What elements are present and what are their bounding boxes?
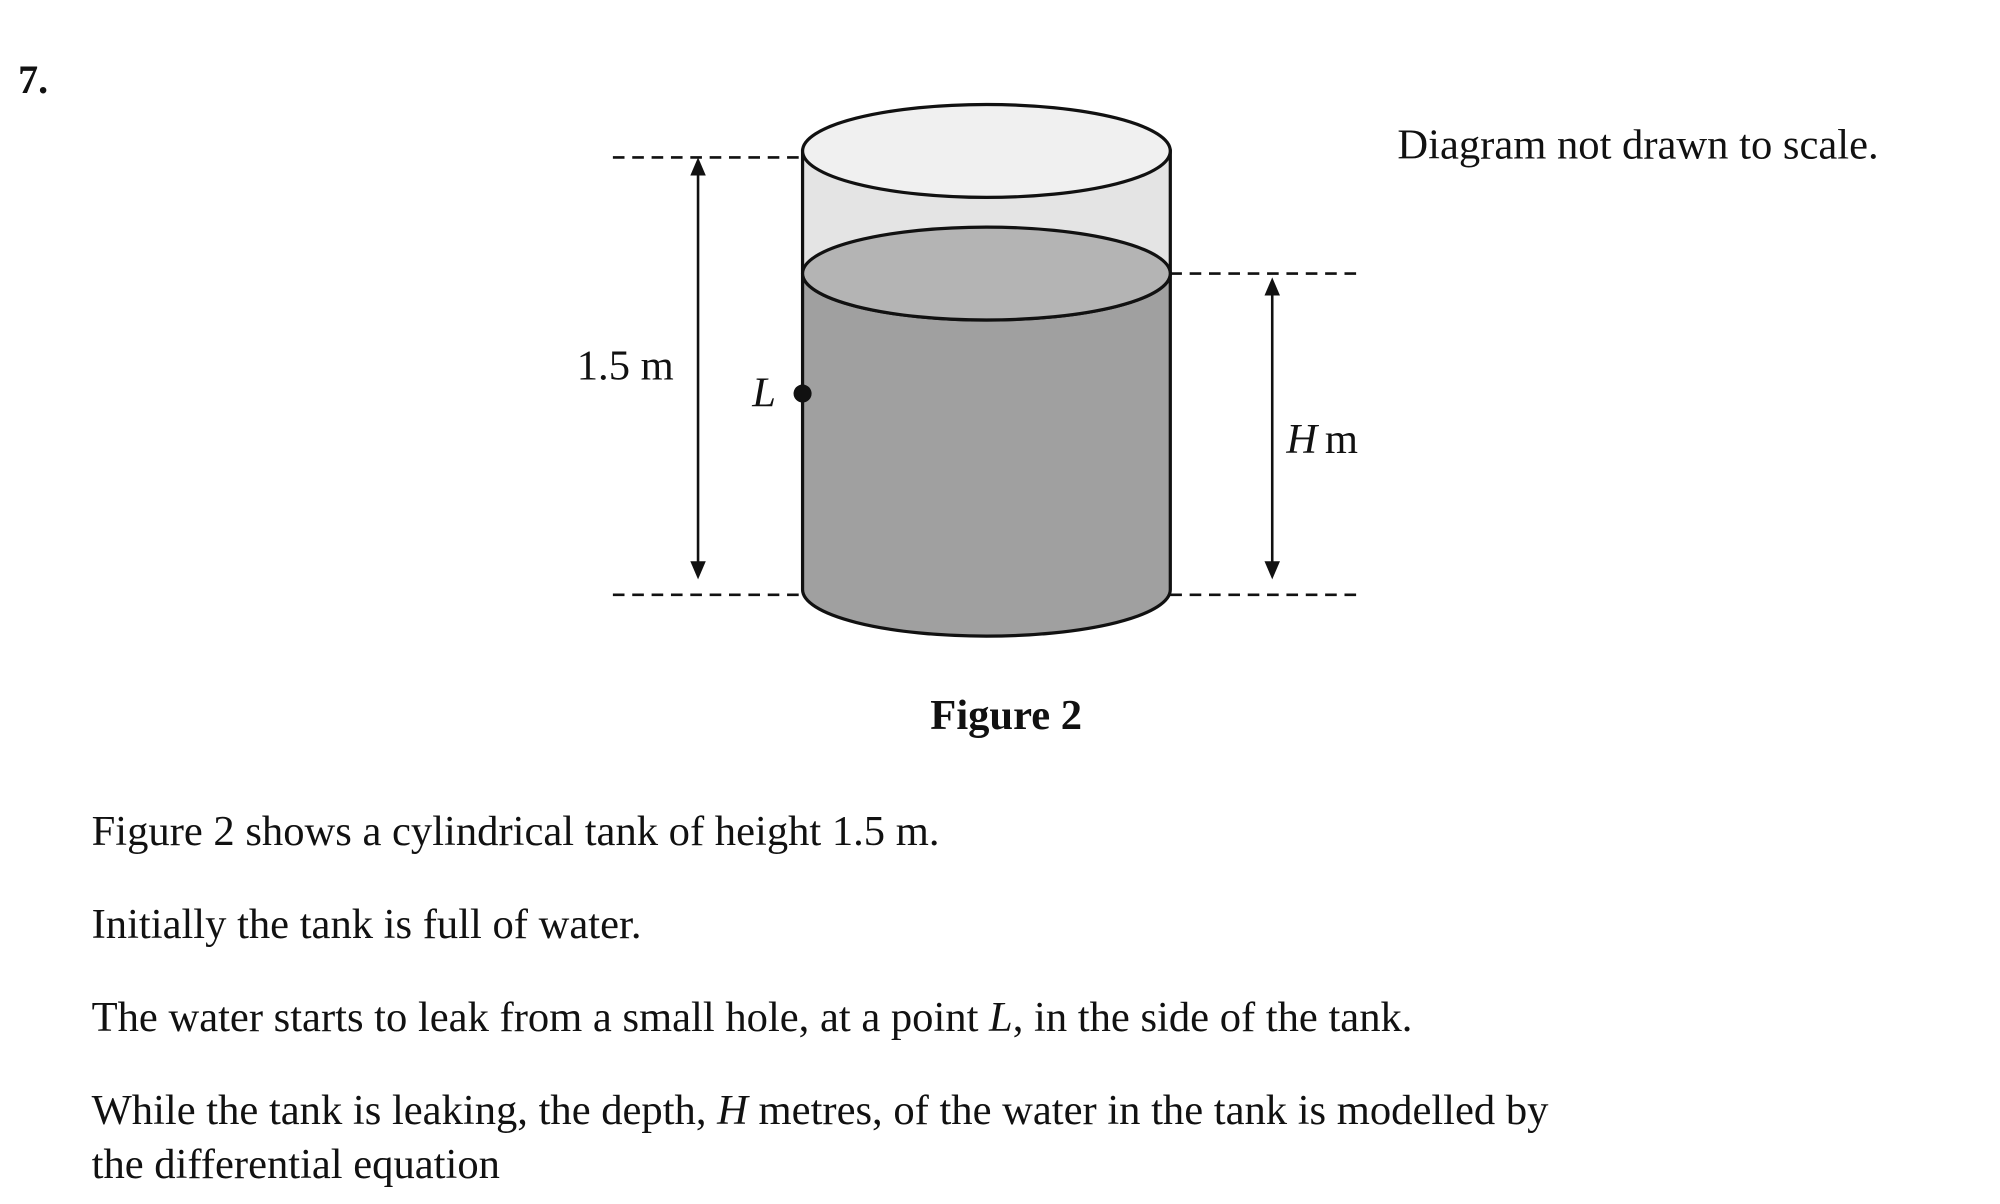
depth-arrow	[1264, 277, 1280, 580]
tank-top	[800, 102, 1172, 200]
scale-note: Diagram not drawn to scale.	[1397, 122, 1879, 170]
paragraph-5: the differential equation	[91, 1141, 500, 1189]
depth-unit: m	[1324, 416, 1359, 464]
p3-var-L: L	[989, 994, 1013, 1042]
figure-caption: Figure 2	[930, 692, 1083, 740]
p4-var-H: H	[717, 1087, 748, 1135]
p3-text-end: , in the side of the tank.	[1012, 994, 1413, 1042]
leak-point-L	[793, 384, 812, 403]
paragraph-1: Figure 2 shows a cylindrical tank of hei…	[91, 809, 940, 856]
paragraph-3: The water starts to leak from a small ho…	[92, 997, 1413, 1040]
question-number: 7.	[18, 56, 49, 102]
depth-variable: H	[1286, 416, 1318, 464]
point-label: L	[752, 370, 776, 417]
p3-text: The water starts to leak from a small ho…	[91, 994, 990, 1042]
height-arrow	[690, 157, 706, 580]
water-surface	[800, 225, 1172, 322]
paragraph-4: While the tank is leaking, the depth, H …	[92, 1090, 1549, 1133]
paragraph-2: Initially the tank is full of water.	[91, 901, 642, 949]
p4-text: While the tank is leaking, the depth,	[91, 1087, 718, 1135]
height-label: 1.5 m	[576, 343, 674, 390]
reference-lines	[612, 156, 1362, 597]
water-body	[800, 273, 1172, 638]
p4-text-end: metres, of the water in the tank is mode…	[747, 1087, 1549, 1135]
